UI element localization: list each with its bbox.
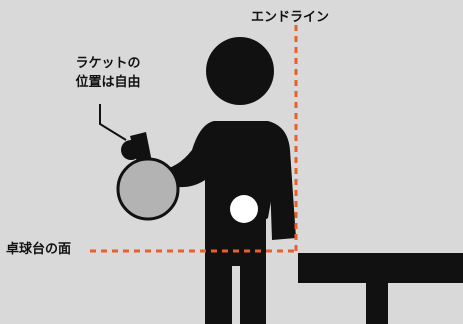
racket-hand: [121, 140, 141, 160]
hand-right: [262, 176, 276, 190]
ball: [230, 195, 258, 223]
table-leg: [366, 283, 388, 324]
table-surface-label: 卓球台の面: [6, 242, 72, 257]
player-head: [206, 37, 274, 105]
racket-label-line1: ラケットの: [75, 56, 141, 71]
racket-label-line2: 位置は自由: [75, 75, 141, 90]
table-top: [298, 253, 463, 283]
racket-face: [116, 157, 180, 221]
racket-handle: [130, 132, 152, 166]
end-line-label: エンドライン: [251, 10, 330, 25]
player-body: [160, 121, 296, 324]
racket-position-label: ラケットの 位置は自由: [60, 54, 156, 92]
racket-callout-line: [99, 104, 127, 141]
